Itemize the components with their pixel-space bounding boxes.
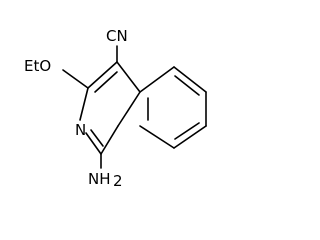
bond-c3-o <box>62 69 89 89</box>
bond-c7-c8-inner <box>174 122 200 140</box>
ethoxy-label: EtO <box>24 57 51 75</box>
amino-label: NH <box>88 170 111 188</box>
bond-c1-n2-inner <box>90 129 104 147</box>
bond-c8a-c1 <box>100 125 119 155</box>
bond-c4a-c8a <box>117 91 141 127</box>
bond-c1-n2 <box>85 132 102 155</box>
amino-subscript: 2 <box>113 172 123 190</box>
bond-n2-c3 <box>79 87 89 121</box>
bond-c4-c4a <box>116 61 141 93</box>
structure-canvas: CN EtO N NH 2 <box>24 27 207 190</box>
bond-c3-c4-inner <box>94 71 118 93</box>
bond-c5-c6-inner <box>174 75 200 96</box>
bond-c5-c6 <box>173 66 207 93</box>
bond-c4a-c5 <box>139 66 175 93</box>
bond-c3-c4 <box>87 61 118 89</box>
bond-c8-c8a <box>139 125 175 149</box>
isoquinoline-structure: CN EtO N NH 2 <box>24 27 207 190</box>
bond-c7-c8 <box>173 125 207 149</box>
cyano-label: CN <box>106 27 128 45</box>
ring-nitrogen-label: N <box>75 121 86 139</box>
